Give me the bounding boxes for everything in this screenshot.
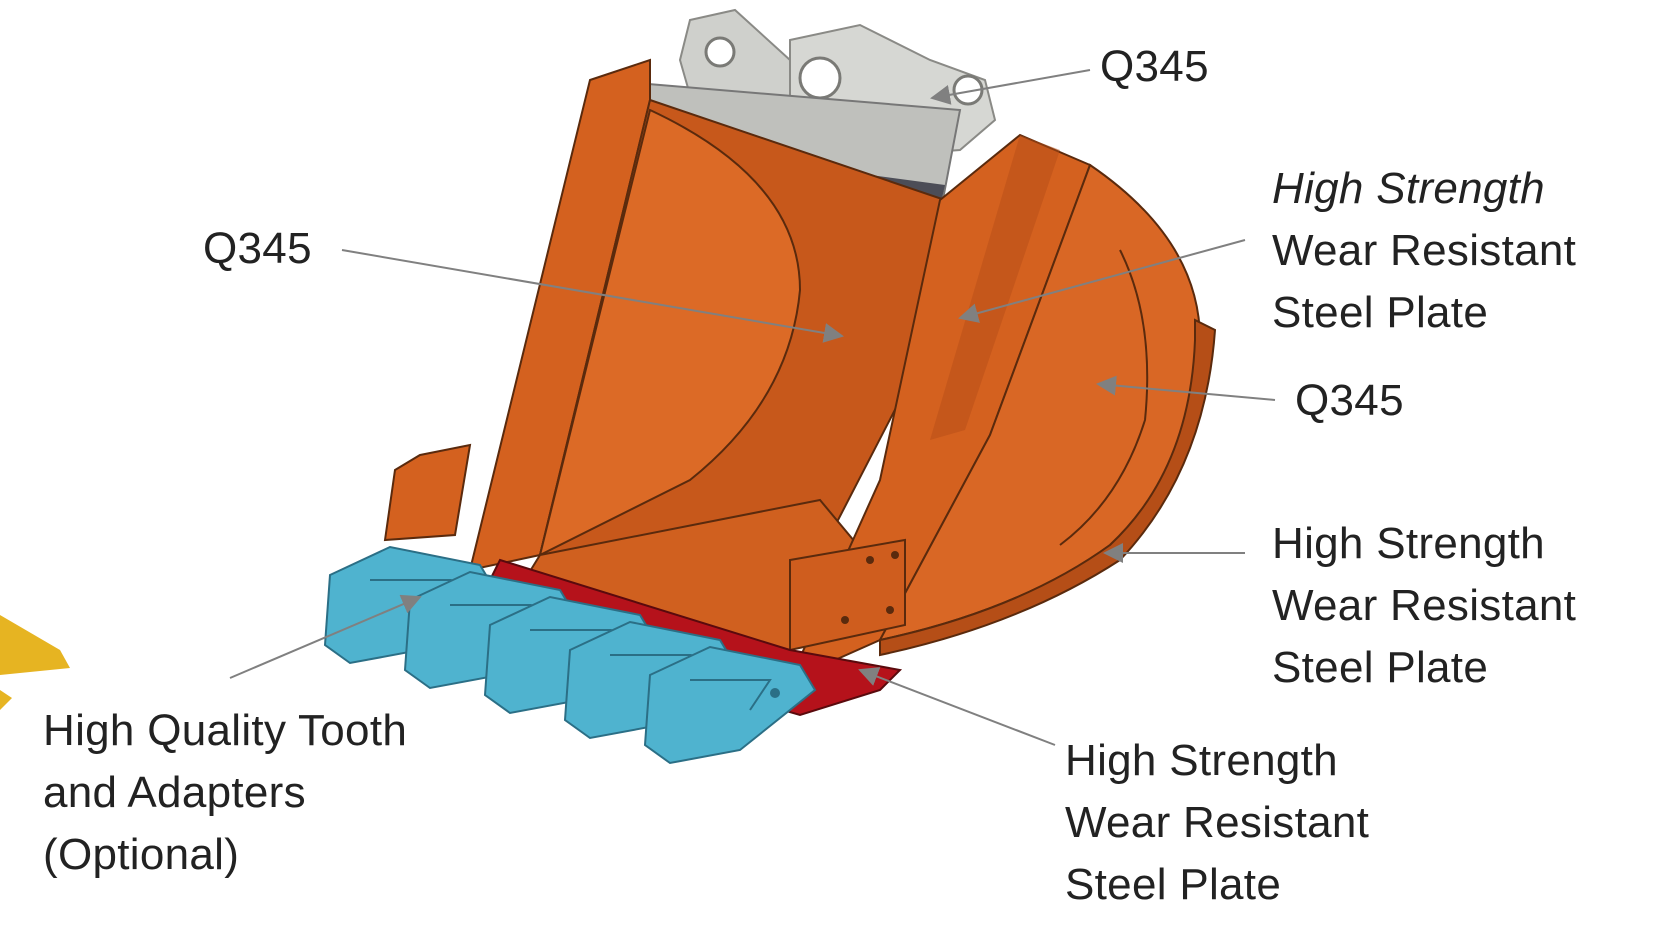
bucket-interior xyxy=(538,108,802,557)
rear-edge-strip xyxy=(879,318,1217,657)
callout-side-plate: High Strength Wear Resistant Steel Plate xyxy=(1272,158,1576,344)
yellow-tooth-fragment xyxy=(0,615,70,675)
callout-teeth-line-1: High Quality Tooth xyxy=(43,706,408,755)
callout-left-upper-text: Q345 xyxy=(203,224,312,273)
callout-side-plate-line-1: High Strength xyxy=(1272,164,1545,213)
leader-side-shell xyxy=(1096,375,1276,401)
leader-lines xyxy=(229,69,1276,746)
callout-rear-edge-line-1: High Strength xyxy=(1272,519,1545,568)
callout-rear-edge: High Strength Wear Resistant Steel Plate xyxy=(1272,513,1576,699)
callout-lip: High Strength Wear Resistant Steel Plate xyxy=(1065,730,1369,916)
leader-left-upper xyxy=(341,249,844,343)
callout-lip-line-2: Wear Resistant xyxy=(1065,798,1370,847)
callout-lip-line-3: Steel Plate xyxy=(1065,860,1282,909)
callout-side-shell: Q345 xyxy=(1295,370,1404,432)
leader-lip xyxy=(858,667,1056,746)
callout-side-plate-line-3: Steel Plate xyxy=(1272,288,1489,337)
leader-side-plate xyxy=(958,239,1246,323)
callout-top-right: Q345 xyxy=(1100,36,1209,98)
callout-left-upper: Q345 xyxy=(203,218,312,280)
teeth xyxy=(323,545,817,765)
bucket-body xyxy=(383,58,947,667)
leader-teeth xyxy=(229,594,422,679)
tooth-5-ridge xyxy=(690,679,772,711)
leader-top-right xyxy=(930,69,1091,105)
callout-teeth-line-2: and Adapters xyxy=(43,768,306,817)
callout-rear-edge-line-2: Wear Resistant xyxy=(1272,581,1577,630)
callout-top-right-text: Q345 xyxy=(1100,42,1209,91)
callout-side-shell-text: Q345 xyxy=(1295,376,1404,425)
callout-teeth-line-3: (Optional) xyxy=(43,830,240,879)
bolt-plate xyxy=(789,538,906,652)
yellow-tooth-fragment-lower xyxy=(0,690,12,710)
tooth-5 xyxy=(643,645,817,765)
callout-rear-edge-line-3: Steel Plate xyxy=(1272,643,1489,692)
callout-teeth: High Quality Tooth and Adapters (Optiona… xyxy=(43,700,407,886)
callout-lip-line-1: High Strength xyxy=(1065,736,1338,785)
tooth-5-pin xyxy=(770,688,780,698)
callout-side-plate-line-2: Wear Resistant xyxy=(1272,226,1577,275)
